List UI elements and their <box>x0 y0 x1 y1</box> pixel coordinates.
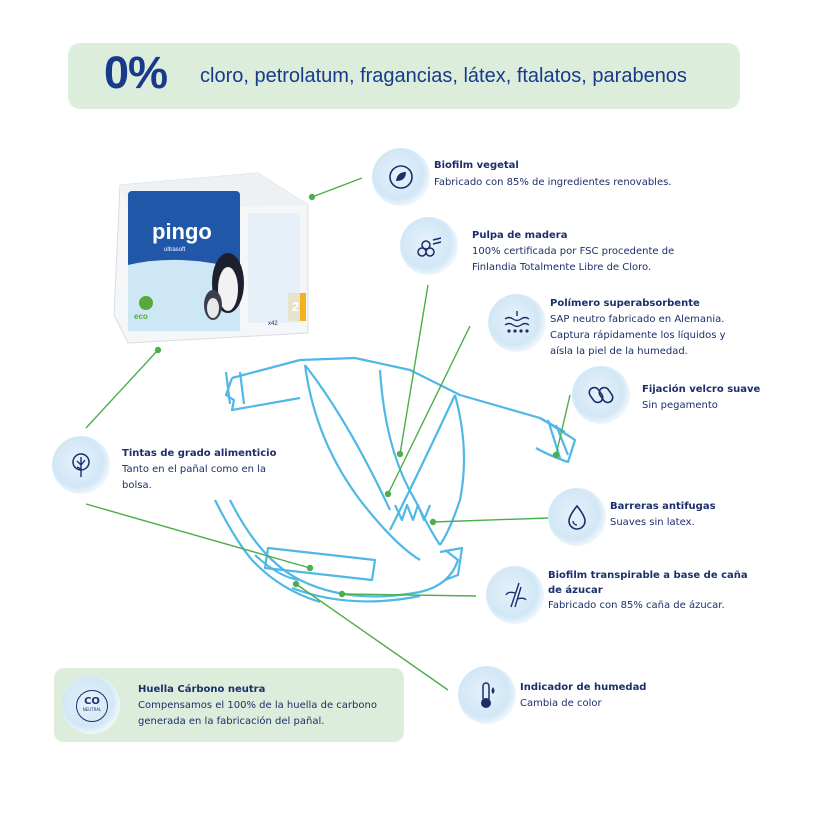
wood-logs-icon <box>400 217 458 275</box>
carbon-neutral-box: CO NEUTRAL Huella Cárbono neutra Compens… <box>54 668 404 742</box>
transpirable-title-1: Biofilm transpirable a base de caña <box>548 570 748 581</box>
connector-lines <box>85 177 571 691</box>
thermometer-icon <box>458 666 516 724</box>
velcro-link-icon <box>572 366 630 424</box>
fijacion-title: Fijación velcro suave <box>642 384 761 395</box>
polimero-desc-3: aísla la piel de la humedad. <box>550 346 688 357</box>
tintas-desc-1: Tanto en el pañal como en la <box>122 464 267 475</box>
transpirable-title-2: de ázucar <box>548 585 603 596</box>
barreras-desc: Suaves sin latex. <box>610 517 695 528</box>
barreras-title: Barreras antifugas <box>610 501 716 512</box>
huella-desc-2: generada en la fabricación del pañal. <box>138 716 325 727</box>
banner-ingredients-text: cloro, petrolatum, fragancias, látex, ft… <box>200 65 687 87</box>
pulpa-title: Pulpa de madera <box>472 230 568 241</box>
pulpa-desc-1: 100% certificada por FSC procedente de <box>472 246 675 257</box>
co2-label: CO <box>84 696 100 707</box>
co2-neutral-label: NEUTRAL <box>82 707 102 712</box>
tree-icon <box>52 436 110 494</box>
zero-percent-label: 0% <box>104 47 168 98</box>
pulpa-desc-2: Finlandia Totalmente Libre de Cloro. <box>472 262 652 273</box>
polimero-title: Polímero superabsorbente <box>550 298 700 309</box>
tintas-title: Tintas de grado alimenticio <box>122 448 277 459</box>
diaper-package-image: pingo ultrasoft 2 x42 eco <box>108 165 328 345</box>
package-brand: pingo <box>152 219 212 244</box>
diaper-outline <box>214 356 577 604</box>
fijacion-desc: Sin pegamento <box>642 400 718 411</box>
biofilm-desc: Fabricado con 85% de ingredientes renova… <box>434 177 672 188</box>
package-sub: ultrasoft <box>164 247 186 253</box>
polimero-desc-1: SAP neutro fabricado en Alemania. <box>550 314 725 325</box>
leaf-icon <box>372 148 430 206</box>
indicador-title: Indicador de humedad <box>520 682 647 693</box>
package-size: 2 <box>292 299 299 314</box>
zero-percent-banner: 0% cloro, petrolatum, fragancias, látex,… <box>68 43 740 109</box>
tintas-desc-2: bolsa. <box>122 480 152 491</box>
package-count: x42 <box>268 321 278 327</box>
polimero-desc-2: Captura rápidamente los líquidos y <box>550 330 726 341</box>
huella-desc-1: Compensamos el 100% de la huella de carb… <box>138 700 377 711</box>
water-drop-icon <box>548 488 606 546</box>
package-eco: eco <box>134 312 148 321</box>
co2-neutral-icon: CO NEUTRAL <box>62 676 120 734</box>
absorbent-layers-icon <box>488 294 546 352</box>
indicador-desc: Cambia de color <box>520 698 602 709</box>
transpirable-desc: Fabricado con 85% caña de ázucar. <box>548 600 725 611</box>
biofilm-title: Biofilm vegetal <box>434 160 519 171</box>
sugarcane-icon <box>486 566 544 624</box>
huella-title: Huella Cárbono neutra <box>138 684 266 695</box>
